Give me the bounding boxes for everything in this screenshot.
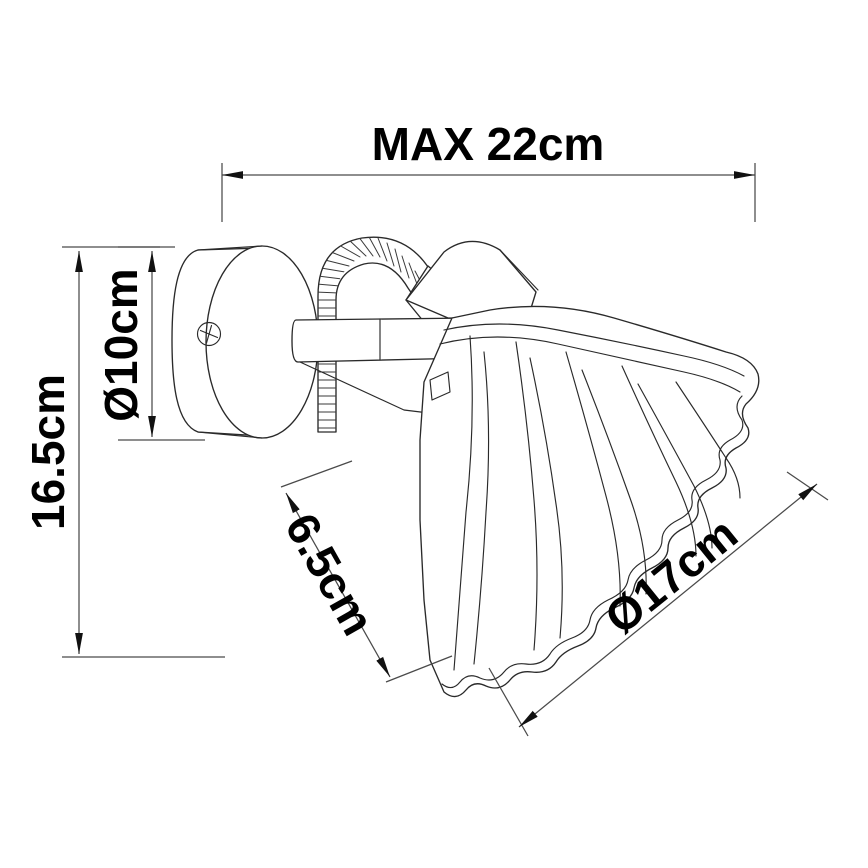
dimension-height-total: 16.5cm: [22, 246, 225, 658]
shade-shoulder-ridge-b: [439, 336, 741, 393]
shade-shoulder-ridge-a: [443, 323, 745, 377]
backplate-top-edge: [197, 245, 263, 251]
ext-line-bottom: [385, 655, 453, 683]
dim-label-shade-depth: 6.5cm: [275, 505, 384, 644]
dim-line: [285, 492, 391, 678]
ext-line-right: [786, 471, 829, 501]
dim-label-height-total: 16.5cm: [22, 374, 74, 530]
lamp-shade: [419, 305, 760, 698]
dimension-width-max: MAX 22cm: [221, 118, 756, 222]
dim-line: [518, 483, 818, 728]
product-outline-group: [171, 236, 760, 698]
backplate-bottom-edge: [197, 431, 263, 439]
dim-label-width-max: MAX 22cm: [372, 118, 605, 170]
mounting-screw-icon: [196, 321, 222, 347]
ext-line-top: [280, 460, 353, 488]
shade-left-notch: [429, 371, 451, 401]
wall-backplate: [171, 245, 319, 439]
dim-label-backplate-diameter: Ø10cm: [95, 268, 147, 421]
shade-body: [419, 305, 760, 698]
dimension-backplate-diameter: Ø10cm: [95, 246, 205, 441]
